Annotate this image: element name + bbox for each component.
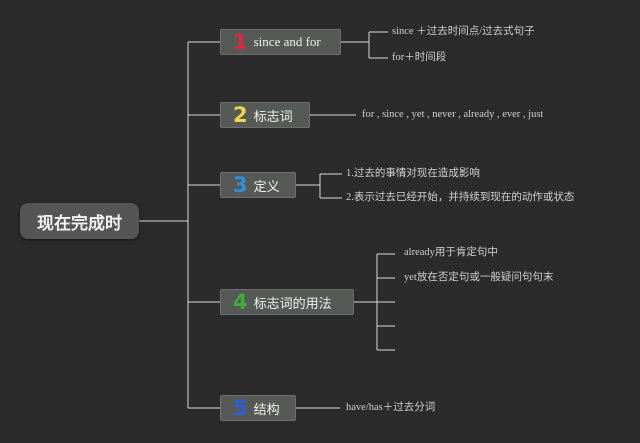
topic-node-definition[interactable]: 3 定义	[220, 172, 296, 198]
topic-node-since-and-for[interactable]: 1 since and for	[220, 29, 341, 55]
leaf-node[interactable]: for , since , yet , never , already , ev…	[362, 109, 544, 120]
topic-label: 结构	[253, 401, 280, 417]
topic-number: 5	[233, 395, 248, 420]
root-node[interactable]: 现在完成时	[20, 203, 139, 239]
topic-label: 定义	[253, 178, 280, 194]
topic-node-structure[interactable]: 5 结构	[220, 395, 296, 421]
topic-number: 4	[233, 289, 248, 314]
leaf-node[interactable]: already用于肯定句中	[404, 247, 498, 258]
topic-node-marker-usage[interactable]: 4 标志词的用法	[220, 289, 354, 315]
leaf-node[interactable]: for＋时间段	[392, 52, 447, 63]
leaf-node[interactable]: 1.过去的事情对现在造成影响	[346, 168, 480, 179]
topic-label: since and for	[253, 34, 321, 49]
leaf-node[interactable]: 2.表示过去已经开始，并持续到现在的动作或状态	[346, 192, 575, 203]
topic-number: 3	[233, 172, 248, 197]
leaf-node[interactable]: since ＋过去时间点/过去式句子	[392, 26, 535, 37]
leaf-node[interactable]: yet放在否定句或一般疑问句句末	[404, 272, 554, 283]
leaf-node[interactable]: have/has＋过去分词	[346, 402, 436, 413]
topic-number: 1	[233, 29, 248, 54]
topic-label: 标志词的用法	[253, 295, 332, 311]
topic-number: 2	[233, 102, 248, 127]
topic-node-markers[interactable]: 2 标志词	[220, 102, 310, 128]
topic-label: 标志词	[253, 108, 293, 124]
